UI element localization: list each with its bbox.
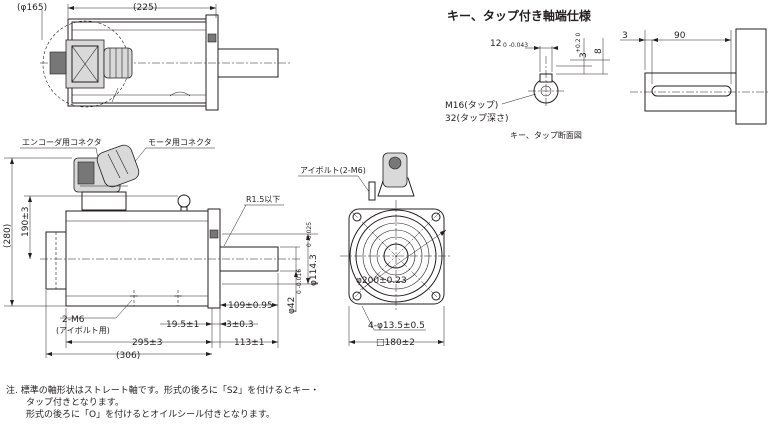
encoder-cover: [45, 231, 67, 290]
mounting-hole: [352, 212, 362, 222]
dim-flange-thickness: 19.5±1: [166, 320, 199, 330]
dim-eyebolt-height: 190±3: [21, 207, 31, 237]
key-height-tol: +0.2 0: [575, 33, 582, 53]
shaft-end-flange: [735, 28, 767, 125]
tap-size-label: M16(タップ): [445, 100, 498, 111]
dim-body-length: 295±3: [132, 338, 162, 348]
dim-mounting-holes: 4-φ13.5±0.5: [368, 321, 425, 331]
dim-top-length: (225): [133, 3, 157, 13]
dim-shaft-length: 109±0.95: [228, 301, 273, 311]
tap-depth-label: 32(タップ深さ): [445, 113, 508, 124]
mounting-hole: [352, 291, 362, 301]
front-view: アイボルト(2-M6) φ200±0.23 4-φ13.5±0.5 □: [298, 152, 452, 348]
key-length-dim: 90: [674, 31, 686, 41]
top-view: (φ165) (225): [17, 3, 290, 111]
dim-shaft-diameter-tol: 0 -0.016: [296, 269, 303, 294]
key-slot-side: [651, 85, 732, 97]
note-line-1: 注. 標準の軸形状はストレート軸です。形式の後ろに「S2」を付けるとキー・: [6, 386, 320, 396]
connector-base: [81, 191, 127, 211]
dim-spigot-depth: 3±0.3: [226, 320, 254, 330]
dim-flange-spigot-tol: 0 -0.025: [306, 222, 313, 247]
note-line-3: 形式の後ろに「O」を付けるとオイルシール付きとなります。: [26, 410, 275, 420]
motor-connector-label: モータ用コネクタ: [148, 138, 212, 147]
mounting-hole: [431, 291, 441, 301]
notes: 注. 標準の軸形状はストレート軸です。形式の後ろに「S2」を付けるとキー・ タッ…: [6, 385, 426, 421]
radius-note: R1.5以下: [246, 195, 280, 204]
side-view: エンコーダ用コネクタ モータ用コネクタ R1.5以下: [3, 137, 319, 361]
dim-overall-length: (306): [116, 351, 140, 361]
side-motor-body: [65, 210, 213, 307]
dim-shaft-diameter: φ42: [287, 297, 297, 314]
dim-flange-spigot: φ114.3: [309, 254, 319, 286]
shaft-step-dim: 3: [622, 31, 628, 41]
front-eyebolt: [368, 181, 376, 201]
dim-shaft-out: 113±1: [234, 338, 264, 348]
key-width: 12: [490, 39, 501, 49]
tap-label: 2-M6: [62, 315, 85, 325]
top-view-flange: [205, 14, 219, 111]
key-depth: 8: [594, 48, 604, 54]
eyebolt-label: アイボルト(2-M6): [300, 166, 366, 175]
key-tap-detail: キー、タップ付き軸端仕様 12 0 -0.043 3 +0.2 0 8 M16(…: [445, 8, 770, 140]
note-line-2: タップ付きとなります。: [26, 398, 124, 408]
key-height: 3: [579, 52, 589, 58]
dim-total-height: (280): [3, 224, 13, 248]
section-view-label: キー、タップ断面図: [510, 130, 582, 140]
tap-sub-label: (アイボルト用): [56, 326, 110, 335]
eyebolt-side: [177, 194, 191, 208]
dim-pcd: φ200±0.23: [356, 276, 407, 286]
dim-top-diameter: (φ165): [17, 3, 47, 13]
mounting-hole: [431, 212, 441, 222]
side-flange: [207, 208, 221, 309]
motor-connector: [96, 144, 140, 188]
dim-square: □180±2: [376, 338, 415, 348]
key-detail-title: キー、タップ付き軸端仕様: [447, 8, 592, 23]
key-width-tol: 0 -0.043: [503, 42, 528, 49]
encoder-connector-label: エンコーダ用コネクタ: [22, 137, 102, 147]
